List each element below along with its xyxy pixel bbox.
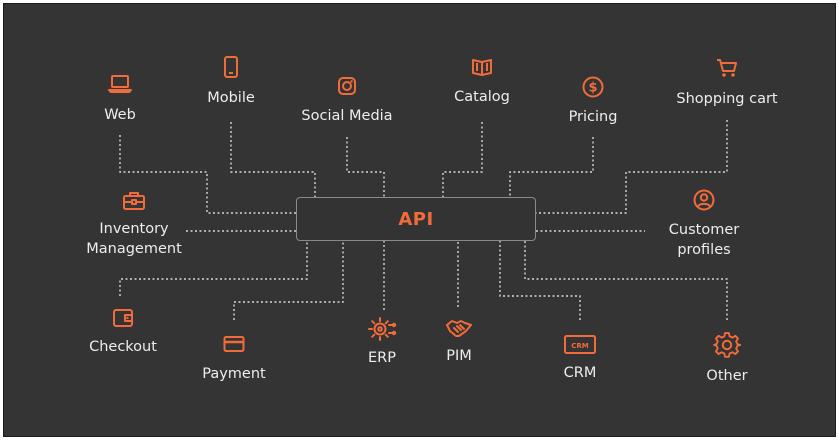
node-customer-profiles: Customer profiles <box>624 188 784 260</box>
node-catalog: Catalog <box>402 56 562 107</box>
connector-catalog <box>442 122 483 197</box>
node-label: Web <box>104 107 136 123</box>
handshake-icon <box>446 320 472 337</box>
user-circle-icon <box>693 189 715 211</box>
connector-other <box>524 241 728 320</box>
connector-social-media <box>346 137 385 197</box>
node-pim: PIM <box>379 316 539 366</box>
node-crm: CRM CRM <box>500 333 660 383</box>
briefcase-icon <box>123 192 145 210</box>
node-social-media: Social Media <box>267 75 427 126</box>
node-label: Pricing <box>568 109 618 125</box>
node-shopping-cart: Shopping cart <box>647 57 807 109</box>
node-label: Inventory <box>99 221 169 237</box>
node-label-line2: profiles <box>677 242 731 258</box>
node-pricing: $ Pricing <box>513 75 673 127</box>
node-other: Other <box>647 331 807 386</box>
connector-mobile <box>230 122 316 197</box>
node-erp: ERP <box>302 314 462 368</box>
node-label-line2: Management <box>86 241 182 257</box>
connector-shopping-cart <box>536 120 728 214</box>
node-inventory-management: Inventory Management <box>54 190 214 259</box>
credit-card-icon <box>223 336 245 352</box>
node-label: Payment <box>202 366 266 382</box>
node-label: Catalog <box>454 89 510 105</box>
instagram-icon <box>338 77 356 95</box>
node-web: Web <box>40 73 200 125</box>
node-mobile: Mobile <box>151 55 311 108</box>
node-label: CRM <box>563 365 597 381</box>
node-payment: Payment <box>154 334 314 384</box>
crm-monitor-icon: CRM <box>564 335 596 354</box>
svg-text:$: $ <box>588 81 597 96</box>
node-label: ERP <box>368 350 396 366</box>
api-hub: API <box>296 197 536 241</box>
dollar-coin-icon: $ <box>582 76 604 98</box>
node-label: Other <box>706 368 748 384</box>
node-label: Social Media <box>301 108 393 124</box>
open-book-icon <box>472 59 492 76</box>
laptop-icon <box>108 75 132 93</box>
shopping-cart-icon <box>717 59 737 77</box>
wallet-icon <box>113 309 133 327</box>
connector-payment <box>233 241 344 320</box>
node-label: Shopping cart <box>676 91 778 107</box>
connector-web <box>119 135 296 214</box>
connector-crm <box>499 241 581 320</box>
gears-icon <box>368 317 397 341</box>
connector-pricing <box>509 137 594 197</box>
gear-icon <box>713 332 741 358</box>
api-label: API <box>398 208 434 230</box>
smartphone-icon <box>224 56 238 78</box>
crm-icon-text: CRM <box>571 342 589 350</box>
node-label: Checkout <box>89 339 157 355</box>
node-checkout: Checkout <box>43 307 203 357</box>
node-label: Customer <box>668 222 740 238</box>
node-label: Mobile <box>207 90 255 106</box>
node-label: PIM <box>446 348 472 364</box>
